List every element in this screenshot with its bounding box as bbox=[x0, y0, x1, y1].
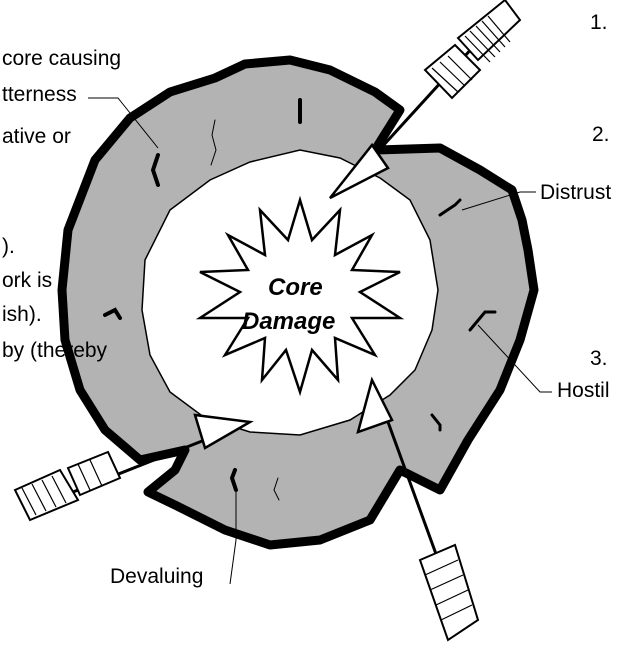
left-text-line-3: ative or bbox=[2, 126, 71, 147]
left-text-line-1: core causing bbox=[2, 48, 121, 69]
left-text-line-7: by (thereby bbox=[2, 340, 107, 361]
left-text-line-6: ish). bbox=[2, 304, 42, 325]
left-text-line-4: ). bbox=[2, 236, 15, 257]
left-text-line-2: tterness bbox=[2, 84, 77, 105]
label-devaluing: Devaluing bbox=[110, 566, 203, 587]
core-label: Core bbox=[268, 276, 323, 300]
right-number-2: 2. bbox=[592, 124, 610, 145]
label-distrust: Distrust bbox=[540, 182, 611, 203]
right-number-1: 1. bbox=[590, 12, 608, 33]
right-number-3: 3. bbox=[590, 348, 608, 369]
damage-label: Damage bbox=[242, 310, 335, 334]
left-text-line-5: ork is bbox=[2, 270, 52, 291]
label-hostility: Hostil bbox=[557, 380, 610, 401]
